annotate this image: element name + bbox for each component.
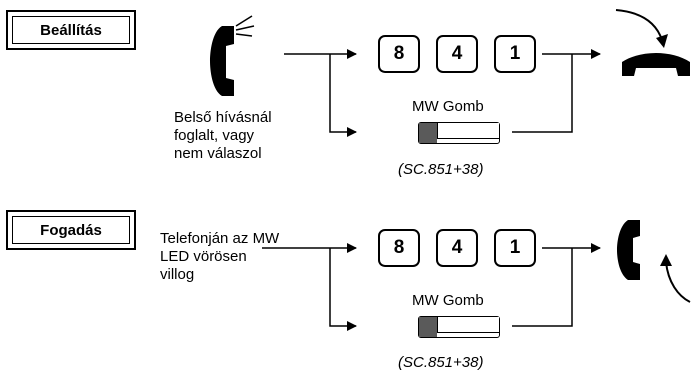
- key-8[interactable]: 8: [378, 229, 420, 267]
- section-label: Beállítás: [12, 16, 130, 44]
- condition-text: Telefonján az MW LED vörösen villog: [160, 230, 280, 283]
- flow-arrows-2: [262, 243, 601, 331]
- key-4[interactable]: 4: [436, 229, 478, 267]
- section-label: Fogadás: [12, 216, 130, 244]
- sc-note: (SC.851+38): [398, 354, 484, 371]
- mw-button-label: MW Gomb: [412, 292, 484, 309]
- section-label-box: Beállítás: [6, 10, 136, 50]
- sc-note: (SC.851+38): [398, 161, 484, 178]
- mw-button-label: MW Gomb: [412, 98, 484, 115]
- flow-arrows-1: [284, 49, 601, 137]
- mw-button[interactable]: [418, 316, 500, 338]
- key-4[interactable]: 4: [436, 35, 478, 73]
- section-label-box: Fogadás: [6, 210, 136, 250]
- condition-text: Belső hívásnál foglalt, vagy nem válaszo…: [174, 109, 272, 162]
- ringing-handset-icon: [210, 15, 255, 96]
- key-1[interactable]: 1: [494, 35, 536, 73]
- handset-pick-up-icon: [617, 220, 691, 303]
- key-8[interactable]: 8: [378, 35, 420, 73]
- key-1[interactable]: 1: [494, 229, 536, 267]
- mw-button[interactable]: [418, 122, 500, 144]
- handset-hang-up-icon: [615, 9, 690, 76]
